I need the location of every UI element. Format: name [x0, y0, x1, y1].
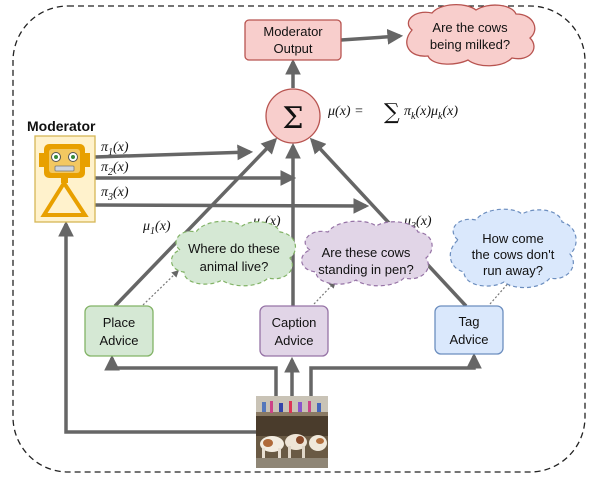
tag-cloud-line2: the cows don't — [472, 247, 555, 262]
tag-cloud: How come the cows don't run away? — [449, 208, 577, 289]
tag-advice-box — [434, 305, 504, 355]
caption-advice-line2: Advice — [274, 333, 313, 348]
tag-cloud-line3: run away? — [483, 263, 543, 278]
dotted-tag-to-cloud — [489, 278, 512, 305]
formula-lhs: μ(x) = — [327, 104, 364, 119]
output-cloud-line1: Are the cows — [432, 20, 508, 35]
output-cloud-line2: being milked? — [430, 37, 510, 52]
tag-advice-line2: Advice — [449, 332, 488, 347]
arrow-pi1 — [94, 144, 254, 161]
robot-icon — [34, 135, 96, 223]
caption-advice-box — [259, 305, 329, 357]
caption-cloud-line1: Are these cows — [322, 245, 411, 260]
formula-sum: ∑ — [384, 100, 400, 125]
moderator-output-line1: Moderator — [263, 24, 323, 39]
mu-label-1: μ1(x) — [142, 219, 171, 237]
arrow-image-to-place — [104, 354, 278, 396]
weight-label-3: π3(x) — [101, 185, 129, 203]
dotted-place-to-cloud — [142, 269, 180, 306]
caption-cloud: Are these cows standing in pen? — [301, 220, 433, 287]
place-advice-line2: Advice — [99, 333, 138, 348]
moderator-title: Moderator — [27, 118, 96, 134]
place-cloud-line1: Where do these — [188, 241, 280, 256]
mixture-formula: μ(x) = ∑ πk(x)μk(x) — [327, 100, 458, 125]
place-advice-line1: Place — [103, 315, 136, 330]
weight-label-1: π1(x) — [101, 140, 129, 158]
weight-label-2: π2(x) — [101, 160, 129, 178]
dotted-arrows-group — [142, 269, 512, 306]
moderator-output-line2: Output — [273, 41, 312, 56]
caption-advice-line1: Caption — [272, 315, 317, 330]
place-advice-box — [84, 305, 154, 357]
outer-dashed-boundary — [12, 5, 586, 473]
moderator-output-box — [244, 19, 342, 61]
input-image — [256, 396, 328, 468]
caption-cloud-line2: standing in pen? — [318, 262, 413, 277]
arrow-pi3 — [94, 198, 370, 214]
output-cloud: Are the cows being milked? — [406, 4, 536, 67]
place-cloud-line2: animal live? — [200, 259, 269, 274]
arrow-image-to-tag — [309, 352, 482, 396]
place-cloud: Where do these animal live? — [170, 220, 297, 287]
formula-rhs: πk(x)μk(x) — [404, 104, 458, 122]
tag-cloud-line1: How come — [482, 231, 543, 246]
arrow-place-to-sigma — [113, 137, 278, 308]
tag-advice-line1: Tag — [459, 314, 480, 329]
sum-node — [265, 88, 321, 144]
arrow-output-to-cloud — [340, 28, 404, 45]
sum-symbol: Σ — [282, 101, 303, 136]
dotted-caption-to-cloud — [313, 280, 336, 305]
arrows-group — [58, 28, 482, 434]
arrow-image-to-moderator — [58, 220, 256, 434]
